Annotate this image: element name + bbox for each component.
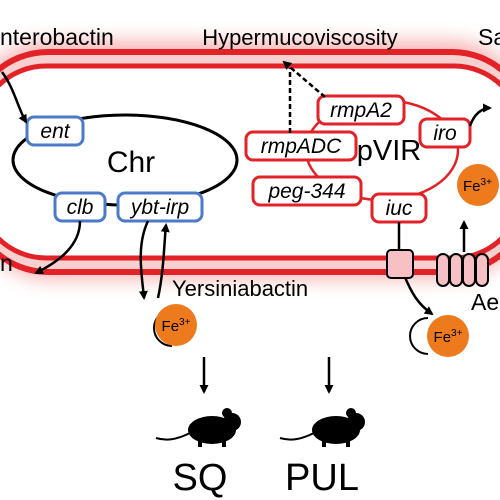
gene-ybt-label: ybt-irp <box>129 196 189 219</box>
gene-ent-label: ent <box>40 120 70 143</box>
ybt-import-arrow <box>156 223 170 299</box>
gene-box-rmpADC: rmpADC <box>244 130 358 162</box>
yersiniabactin-label: Yersiniabactin <box>172 276 308 301</box>
gene-iuc-label: iuc <box>386 197 413 220</box>
gene-box-ent: ent <box>25 115 85 147</box>
mouse-icon-sq <box>155 408 241 447</box>
clb-export-arrow <box>34 220 82 275</box>
pul-label: PUL <box>285 457 359 499</box>
cytoplasmic-iron: Fe3+ <box>457 164 499 206</box>
gene-box-iuc: iuc <box>370 192 428 224</box>
transporters <box>386 249 489 287</box>
gene-box-ybt: ybt-irp <box>116 191 204 223</box>
colibactin-label: n <box>0 250 13 276</box>
iuc-transporter <box>386 249 414 279</box>
hypermucoviscosity-label: Hypermucoviscosity <box>202 25 398 50</box>
hypermucoviscosity-arrow-1 <box>282 60 326 98</box>
gene-box-peg: peg-344 <box>251 175 363 207</box>
sq-label: SQ <box>173 457 228 499</box>
gene-iro-label: iro <box>433 122 457 145</box>
iron-ion-left-label: Fe3+ <box>162 317 191 335</box>
iron-ion-right <box>427 315 469 357</box>
enterobactin-label: nterobactin <box>0 24 114 50</box>
aerobactin-iron-complex: Fe3+ <box>409 315 469 357</box>
gene-box-clb: clb <box>53 191 107 223</box>
gene-peg-label: peg-344 <box>267 180 345 203</box>
gene-clb-label: clb <box>67 196 94 219</box>
gene-rmpA2-label: rmpA2 <box>330 99 392 122</box>
salmochelin-label: Sa <box>478 24 500 50</box>
pathway-arrows <box>0 60 492 394</box>
mouse-icon-pul <box>279 408 365 447</box>
aerobactin-receptor <box>436 253 489 287</box>
gene-rmpADC-label: rmpADC <box>261 135 342 158</box>
iron-ion-cytoplasm-label: Fe3+ <box>463 177 492 195</box>
yersiniabactin-iron-complex: Fe3+ <box>153 304 197 347</box>
iron-ion-right-label: Fe3+ <box>434 328 463 346</box>
chromosome-label: Chr <box>107 146 155 179</box>
iuc-export-arrow <box>402 274 434 316</box>
chromosome: Chr ent clb ybt-irp <box>11 113 239 223</box>
iron-ion-cytoplasm <box>457 164 499 206</box>
ybt-export-arrow <box>138 220 150 300</box>
gene-box-rmpA2: rmpA2 <box>316 94 406 126</box>
pvir-plasmid: pVIR rmpA2 rmpADC iro peg-344 iuc <box>244 94 472 224</box>
enterobactin-import-arrow <box>0 71 28 124</box>
iron-ion-left <box>155 304 197 346</box>
aerobactin-label: Ae <box>471 289 499 315</box>
pvir-label: pVIR <box>357 135 421 167</box>
aerobactin-siderophore <box>409 317 429 355</box>
inner-membrane <box>0 63 500 261</box>
salmochelin-import-arrow <box>468 103 492 127</box>
gene-box-iro: iro <box>418 117 472 149</box>
